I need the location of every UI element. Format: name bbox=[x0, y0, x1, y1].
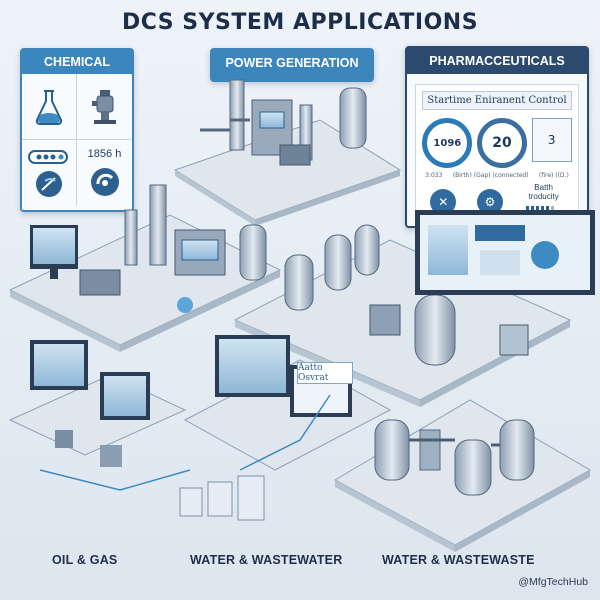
caption-3: (fire) ((D.) bbox=[538, 172, 569, 179]
label-water-wastewater: WATER & WASTEWATER bbox=[190, 553, 343, 567]
pump-icon bbox=[77, 74, 132, 140]
oil-gas-monitors bbox=[8, 340, 191, 491]
gauge-3: 3 bbox=[547, 133, 556, 147]
water-wastewaste-scene bbox=[333, 399, 592, 552]
batch-label-2: troducity bbox=[528, 192, 559, 201]
attribution-handle: @MfgTechHub bbox=[518, 576, 588, 588]
label-oil-gas: OIL & GAS bbox=[52, 553, 118, 567]
pharmaceuticals-header: PHARMACCEUTICALS bbox=[407, 48, 587, 74]
pharma-dashboard: Startime Eniranent Control 1096 20 3 3:0… bbox=[415, 84, 579, 215]
caption-2: (Birth) (Gap) (connected) bbox=[452, 172, 529, 179]
power-generation-header: POWER GENERATION bbox=[225, 56, 359, 70]
auto-control-label: Aatto Osvrat bbox=[297, 362, 353, 384]
gauge-2: 20 bbox=[476, 118, 527, 168]
pharma-banner: Startime Eniranent Control bbox=[422, 91, 572, 110]
flask-icon bbox=[22, 74, 77, 140]
gauge-1: 1096 bbox=[422, 118, 473, 168]
chemical-card-header: CHEMICAL bbox=[22, 50, 132, 74]
caption-1: 3:033 bbox=[425, 172, 443, 179]
pharmaceuticals-card: PHARMACCEUTICALS Startime Eniranent Cont… bbox=[405, 46, 589, 228]
tag-icon bbox=[22, 140, 77, 206]
chemical-card: CHEMICAL bbox=[20, 48, 134, 212]
page-title: DCS SYSTEM APPLICATIONS bbox=[121, 10, 479, 35]
batch-label: Batth bbox=[534, 183, 553, 192]
battery-icon: 3 bbox=[531, 118, 572, 162]
gauge-icon: 1856 h bbox=[77, 140, 132, 206]
power-generation-card: POWER GENERATION bbox=[210, 48, 374, 82]
oil-gas-scene bbox=[8, 184, 282, 352]
power-plant-scene bbox=[173, 79, 402, 226]
water-wastewater-scene bbox=[179, 335, 392, 521]
label-water-wastewaste: WATER & WASTEWASTE bbox=[382, 553, 535, 567]
leaf-icon bbox=[36, 171, 62, 197]
chemical-readout: 1856 h bbox=[87, 148, 122, 160]
